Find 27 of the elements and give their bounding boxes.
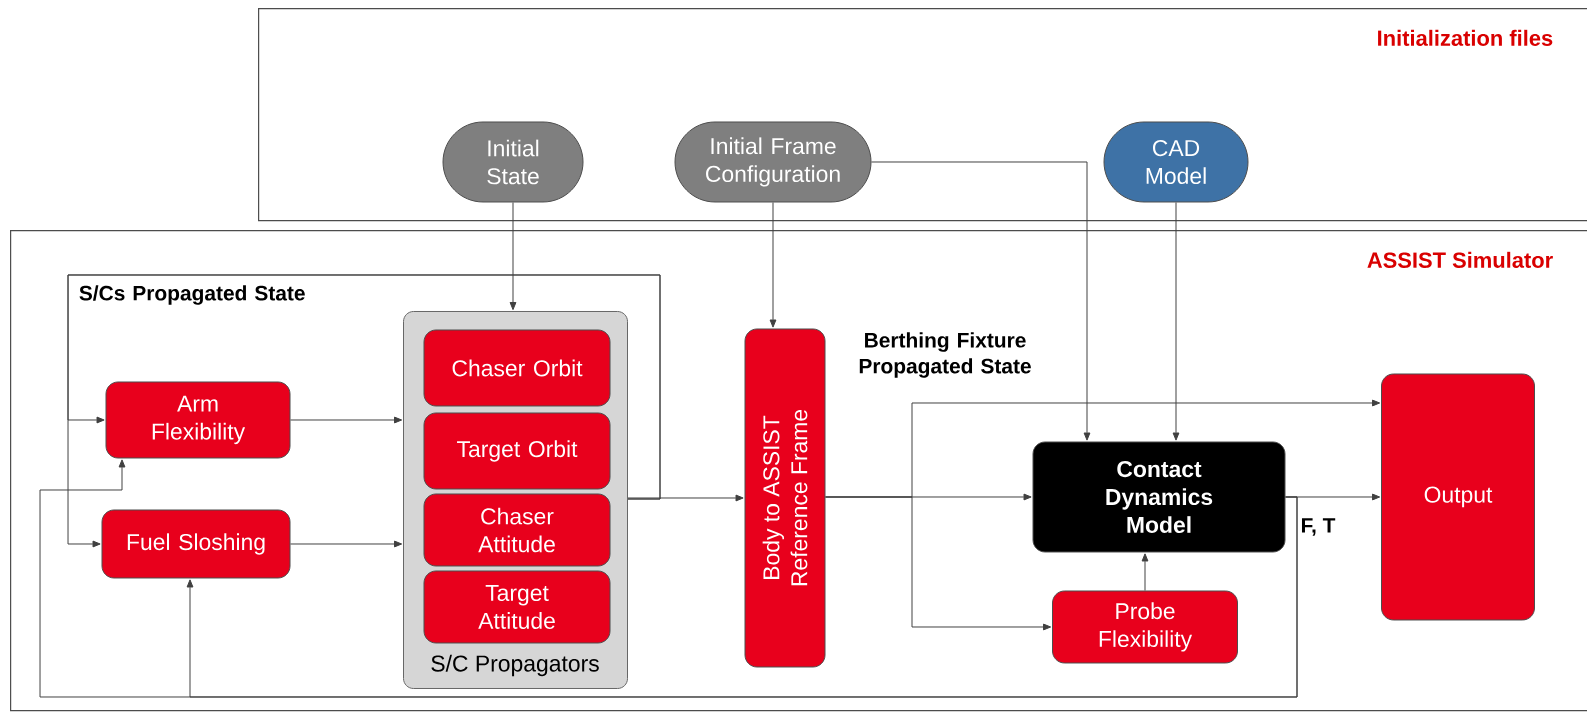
arrow <box>1172 202 1180 441</box>
annotation-text: S/Cs Propagated State <box>79 285 305 305</box>
arrow <box>67 274 661 548</box>
process-box: Target Attitude <box>423 570 611 644</box>
process-box: Chaser Orbit <box>423 329 611 407</box>
process-box: Target Orbit <box>423 412 611 490</box>
annotation-text: Berthing Fixture Propagated State <box>859 332 1031 378</box>
arrow <box>769 202 777 328</box>
arrow <box>186 496 1298 698</box>
process-box: Chaser Attitude <box>423 493 611 567</box>
arrow <box>290 416 403 424</box>
process-box: Probe Flexibility <box>1052 590 1238 664</box>
process-box: Contact Dynamics Model <box>1032 441 1286 553</box>
arrow <box>825 496 1052 631</box>
process-box: Arm Flexibility <box>105 381 291 459</box>
arrow <box>290 540 403 548</box>
process-box: Fuel Sloshing <box>101 509 291 579</box>
input-pill: Initial Frame Configuration <box>674 121 872 203</box>
process-box: Body to ASSIST Reference Frame <box>744 328 826 668</box>
process-box: Output <box>1381 373 1535 621</box>
arrow <box>627 494 744 502</box>
arrow <box>871 161 1091 441</box>
arrow <box>509 202 517 311</box>
input-pill: Initial State <box>442 121 584 203</box>
edge-label: F, T <box>1299 517 1337 537</box>
arrow <box>1141 553 1149 591</box>
input-pill: CAD Model <box>1103 121 1249 203</box>
